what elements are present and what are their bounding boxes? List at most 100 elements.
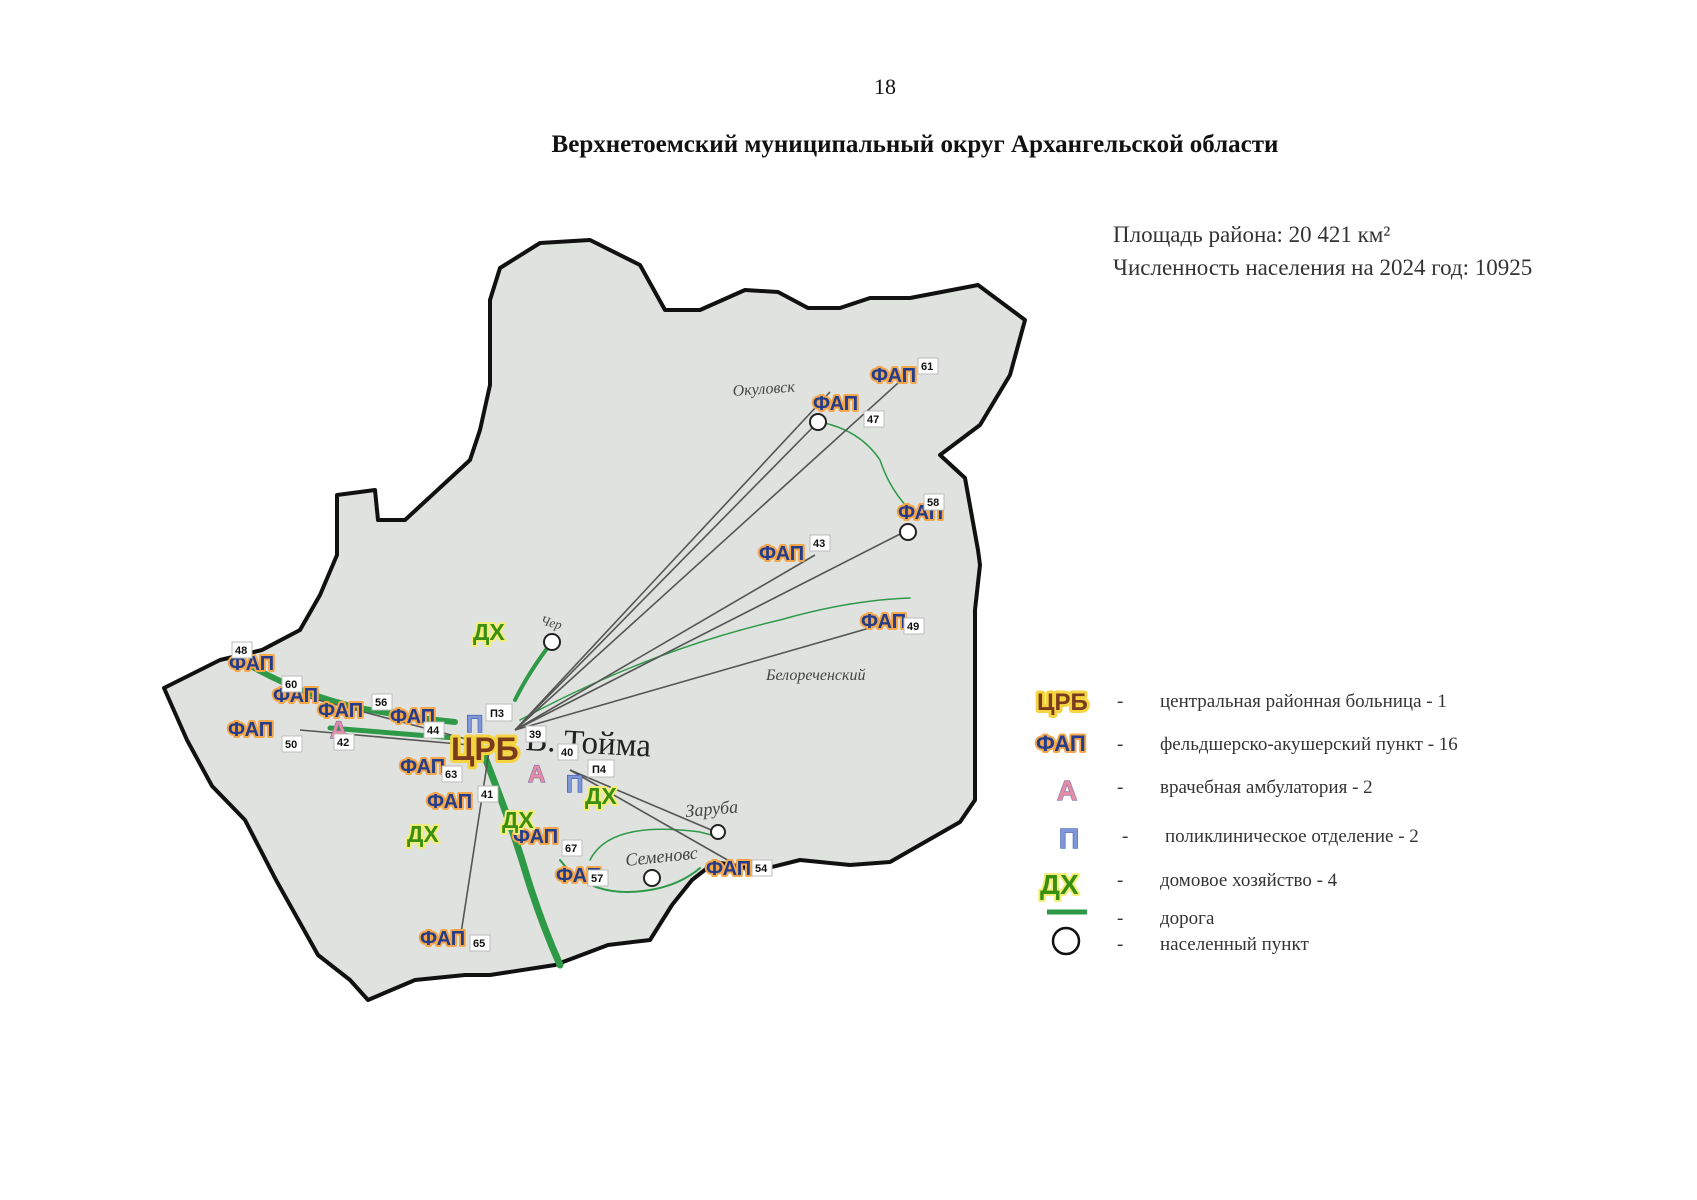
fap-marker: ФАП — [759, 543, 804, 565]
settlement-circle — [710, 824, 726, 840]
svg-text:57: 57 — [591, 873, 603, 885]
fap-marker: ФАП — [813, 393, 858, 415]
page-number: 18 — [874, 74, 896, 99]
facility-number: 67 — [561, 839, 583, 857]
dx-marker: ДХ — [502, 807, 534, 833]
legend-dash: - — [1117, 870, 1123, 891]
svg-text:44: 44 — [427, 725, 440, 737]
dx-marker: ДХ — [585, 783, 617, 809]
svg-text:54: 54 — [755, 863, 768, 875]
svg-text:60: 60 — [285, 679, 297, 691]
svg-text:39: 39 — [529, 729, 541, 741]
fap-marker: ФАП — [427, 791, 472, 813]
svg-text:56: 56 — [375, 697, 387, 709]
facility-number: 47 — [863, 410, 885, 428]
svg-text:49: 49 — [907, 621, 919, 633]
svg-text:61: 61 — [921, 361, 933, 373]
settlement-circle — [543, 633, 561, 651]
facility-number: 39 — [525, 725, 547, 743]
svg-text:П4: П4 — [592, 764, 607, 776]
legend-fap-text: фельдшерско-акушерский пункт - 16 — [1160, 734, 1458, 755]
svg-text:65: 65 — [473, 938, 485, 950]
legend-pol-text: поликлиническое отделение - 2 — [1165, 826, 1419, 847]
polyclinic-marker: П — [566, 771, 583, 798]
road-belorech — [519, 597, 911, 721]
fap-marker: ФАП — [400, 756, 445, 778]
legend-dx-symbol: ДХ — [1040, 869, 1079, 900]
settlement-okulovsk: Окуловск — [732, 379, 796, 400]
facility-number: 58 — [923, 493, 945, 511]
legend-amb-symbol: А — [1057, 775, 1077, 806]
svg-text:58: 58 — [927, 497, 939, 509]
svg-text:47: 47 — [867, 414, 879, 426]
facility-number: 57 — [587, 869, 609, 887]
facility-number: 65 — [469, 934, 491, 952]
settlement-cher: Чер — [539, 612, 564, 632]
legend-dash: - — [1117, 734, 1123, 755]
facility-number: 43 — [809, 534, 831, 552]
svg-text:40: 40 — [561, 747, 573, 759]
fap-marker: ФАП — [318, 700, 363, 722]
facility-number: 54 — [751, 859, 773, 877]
facility-number: 42 — [333, 733, 355, 751]
fap-markers: ФАП ФАП ФАП ФАП ФАП ФАП ФАП ФАП ФАП ФАП … — [226, 363, 945, 952]
legend-fap-symbol: ФАП — [1036, 731, 1086, 756]
dx-marker: ДХ — [473, 619, 505, 645]
settlement-zaruba: Заруба — [685, 796, 739, 821]
svg-text:43: 43 — [813, 538, 825, 550]
connection-lines — [279, 373, 909, 941]
legend-settlement-text: населенный пункт — [1160, 934, 1309, 955]
district-info: Площадь района: 20 421 км² Численность н… — [1113, 218, 1532, 284]
fap-marker: ФАП — [513, 826, 558, 848]
facility-number: 60 — [281, 675, 303, 693]
facility-number: 49 — [903, 617, 925, 635]
legend-amb-text: врачебная амбулатория - 2 — [1160, 777, 1373, 798]
legend-crb-symbol: ЦРБ — [1037, 689, 1088, 716]
dx-markers: ДХ ДХ ДХ ДХ — [405, 617, 619, 849]
fap-marker: ФАП — [871, 365, 916, 387]
svg-text:63: 63 — [445, 769, 457, 781]
polyclinic-code-label: П4 — [587, 759, 615, 778]
fap-marker: ФАП — [861, 611, 906, 633]
legend-dash: - — [1117, 691, 1123, 712]
facility-number: 56 — [371, 693, 393, 711]
settlement-belorech: Белореченский — [765, 667, 865, 684]
legend-pol-symbol: П — [1059, 823, 1079, 854]
facility-number: 44 — [423, 721, 445, 739]
facility-number: 41 — [477, 785, 499, 803]
population-text: Численность населения на 2024 год: 10925 — [1113, 255, 1533, 280]
legend-dash: - — [1117, 777, 1123, 798]
settlement-circle — [643, 869, 661, 887]
facility-number: 40 — [557, 743, 579, 761]
legend-circle-icon — [1051, 926, 1081, 956]
legend-dash: - — [1117, 908, 1123, 929]
svg-text:П3: П3 — [490, 708, 504, 720]
facility-number: 63 — [441, 765, 463, 783]
legend-road-text: дорога — [1160, 908, 1215, 929]
ambulatory-marker: А — [528, 761, 545, 788]
road-zaruba — [589, 828, 716, 861]
dx-marker: ДХ — [407, 821, 439, 847]
svg-text:42: 42 — [337, 737, 349, 749]
facility-number: 50 — [281, 735, 303, 753]
legend-crb-text: центральная районная больница - 1 — [1160, 691, 1447, 712]
svg-text:67: 67 — [565, 843, 577, 855]
legend: ЦРБ - центральная районная больница - 1 … — [1034, 686, 1458, 956]
polyclinic-marker: П — [466, 711, 483, 738]
polyclinic-code-label: П3 — [485, 703, 513, 722]
fap-marker: ФАП — [228, 719, 273, 741]
area-text: Площадь района: 20 421 км² — [1113, 222, 1391, 247]
legend-dx-text: домовое хозяйство - 4 — [1160, 870, 1338, 891]
legend-dash: - — [1122, 826, 1128, 847]
settlements — [543, 413, 917, 887]
svg-text:41: 41 — [481, 789, 493, 801]
facility-number: 48 — [231, 641, 253, 659]
settlement-circle — [899, 523, 917, 541]
page-title: Верхнетоемский муниципальный округ Архан… — [551, 131, 1279, 158]
facility-number: 61 — [917, 357, 939, 375]
fap-marker: ФАП — [273, 685, 318, 707]
road-semenov — [559, 859, 701, 893]
settlement-circle — [809, 413, 827, 431]
legend-dash: - — [1117, 934, 1123, 955]
